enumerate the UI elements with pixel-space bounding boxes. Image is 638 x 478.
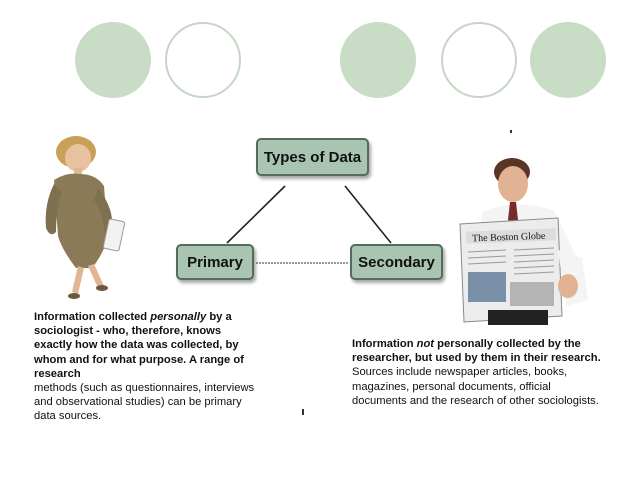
decorative-circle-5 <box>530 22 606 98</box>
tick-mark-bottom <box>302 409 304 415</box>
decorative-circle-2 <box>165 22 241 98</box>
newspaper-masthead: The Boston Globe <box>472 231 546 245</box>
node-types-of-data: Types of Data <box>256 138 369 176</box>
secondary-description-lead: Information not personally collected by … <box>352 338 601 365</box>
secondary-description: Information not personally collected by … <box>352 337 607 408</box>
primary-description: Information collected personally by a so… <box>34 310 256 424</box>
node-primary-label: Primary <box>187 253 243 271</box>
primary-description-lead: Information collected personally by a so… <box>34 311 244 380</box>
node-types-of-data-label: Types of Data <box>263 148 362 166</box>
decorative-circle-1 <box>75 22 151 98</box>
node-secondary-label: Secondary <box>358 253 435 271</box>
node-secondary: Secondary <box>350 244 443 280</box>
decorative-circle-3 <box>340 22 416 98</box>
primary-description-detail: methods (such as questionnaires, intervi… <box>34 382 255 423</box>
secondary-description-detail: Sources include newspaper articles, book… <box>352 366 599 407</box>
connector-root-primary <box>226 185 286 244</box>
woman-with-clipboard-image <box>45 136 126 299</box>
tick-mark-top <box>510 130 512 133</box>
decorative-circle-4 <box>441 22 517 98</box>
primary-description-emphasis: personally <box>150 311 207 323</box>
connector-root-secondary <box>344 185 392 244</box>
secondary-description-emphasis: not <box>416 338 435 350</box>
node-primary: Primary <box>176 244 254 280</box>
man-reading-newspaper-image: The Boston Globe <box>459 158 588 325</box>
